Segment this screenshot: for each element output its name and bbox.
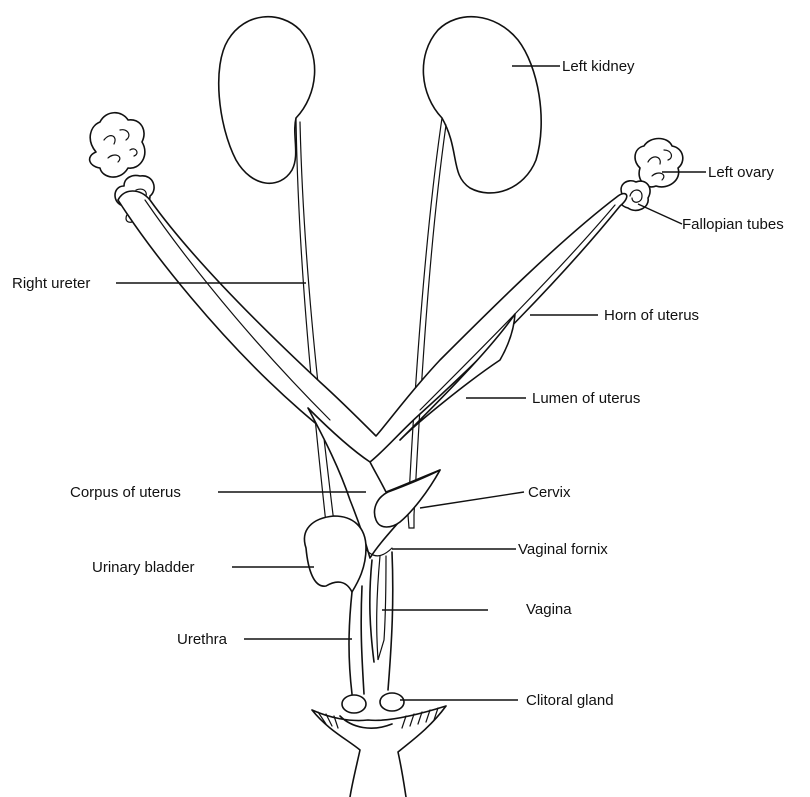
label-vagina: Vagina	[526, 601, 572, 618]
leader-cervix	[420, 492, 524, 508]
left-ovary	[635, 139, 683, 187]
leader-fallopian-tubes	[638, 204, 682, 224]
label-corpus-of-uterus: Corpus of uterus	[70, 484, 181, 501]
vagina	[370, 552, 393, 690]
clitoral-gland-left	[380, 693, 404, 711]
left-ureter	[408, 118, 442, 515]
clitoral-gland-right	[342, 695, 366, 713]
label-vaginal-fornix: Vaginal fornix	[518, 541, 608, 558]
label-right-ureter: Right ureter	[12, 275, 90, 292]
label-left-kidney: Left kidney	[562, 58, 635, 75]
cervix	[375, 470, 441, 527]
ureter-end	[408, 515, 414, 528]
left-ureter-inner	[414, 125, 446, 515]
external-genitalia	[312, 706, 446, 797]
label-urethra: Urethra	[177, 631, 228, 648]
label-fallopian-tubes: Fallopian tubes	[682, 216, 784, 233]
vagina-inner	[377, 556, 386, 660]
label-clitoral-gland: Clitoral gland	[526, 692, 614, 709]
label-urinary-bladder: Urinary bladder	[92, 559, 195, 576]
urethra	[349, 586, 364, 694]
right-ureter-inner	[300, 122, 338, 555]
uterus-outline	[118, 191, 627, 462]
label-cervix: Cervix	[528, 484, 571, 501]
label-left-ovary: Left ovary	[708, 164, 774, 181]
label-lumen-of-uterus: Lumen of uterus	[532, 390, 640, 407]
right-ovary	[90, 113, 145, 177]
right-kidney	[219, 17, 315, 184]
urinary-bladder	[304, 516, 366, 592]
label-horn-of-uterus: Horn of uterus	[604, 307, 699, 324]
